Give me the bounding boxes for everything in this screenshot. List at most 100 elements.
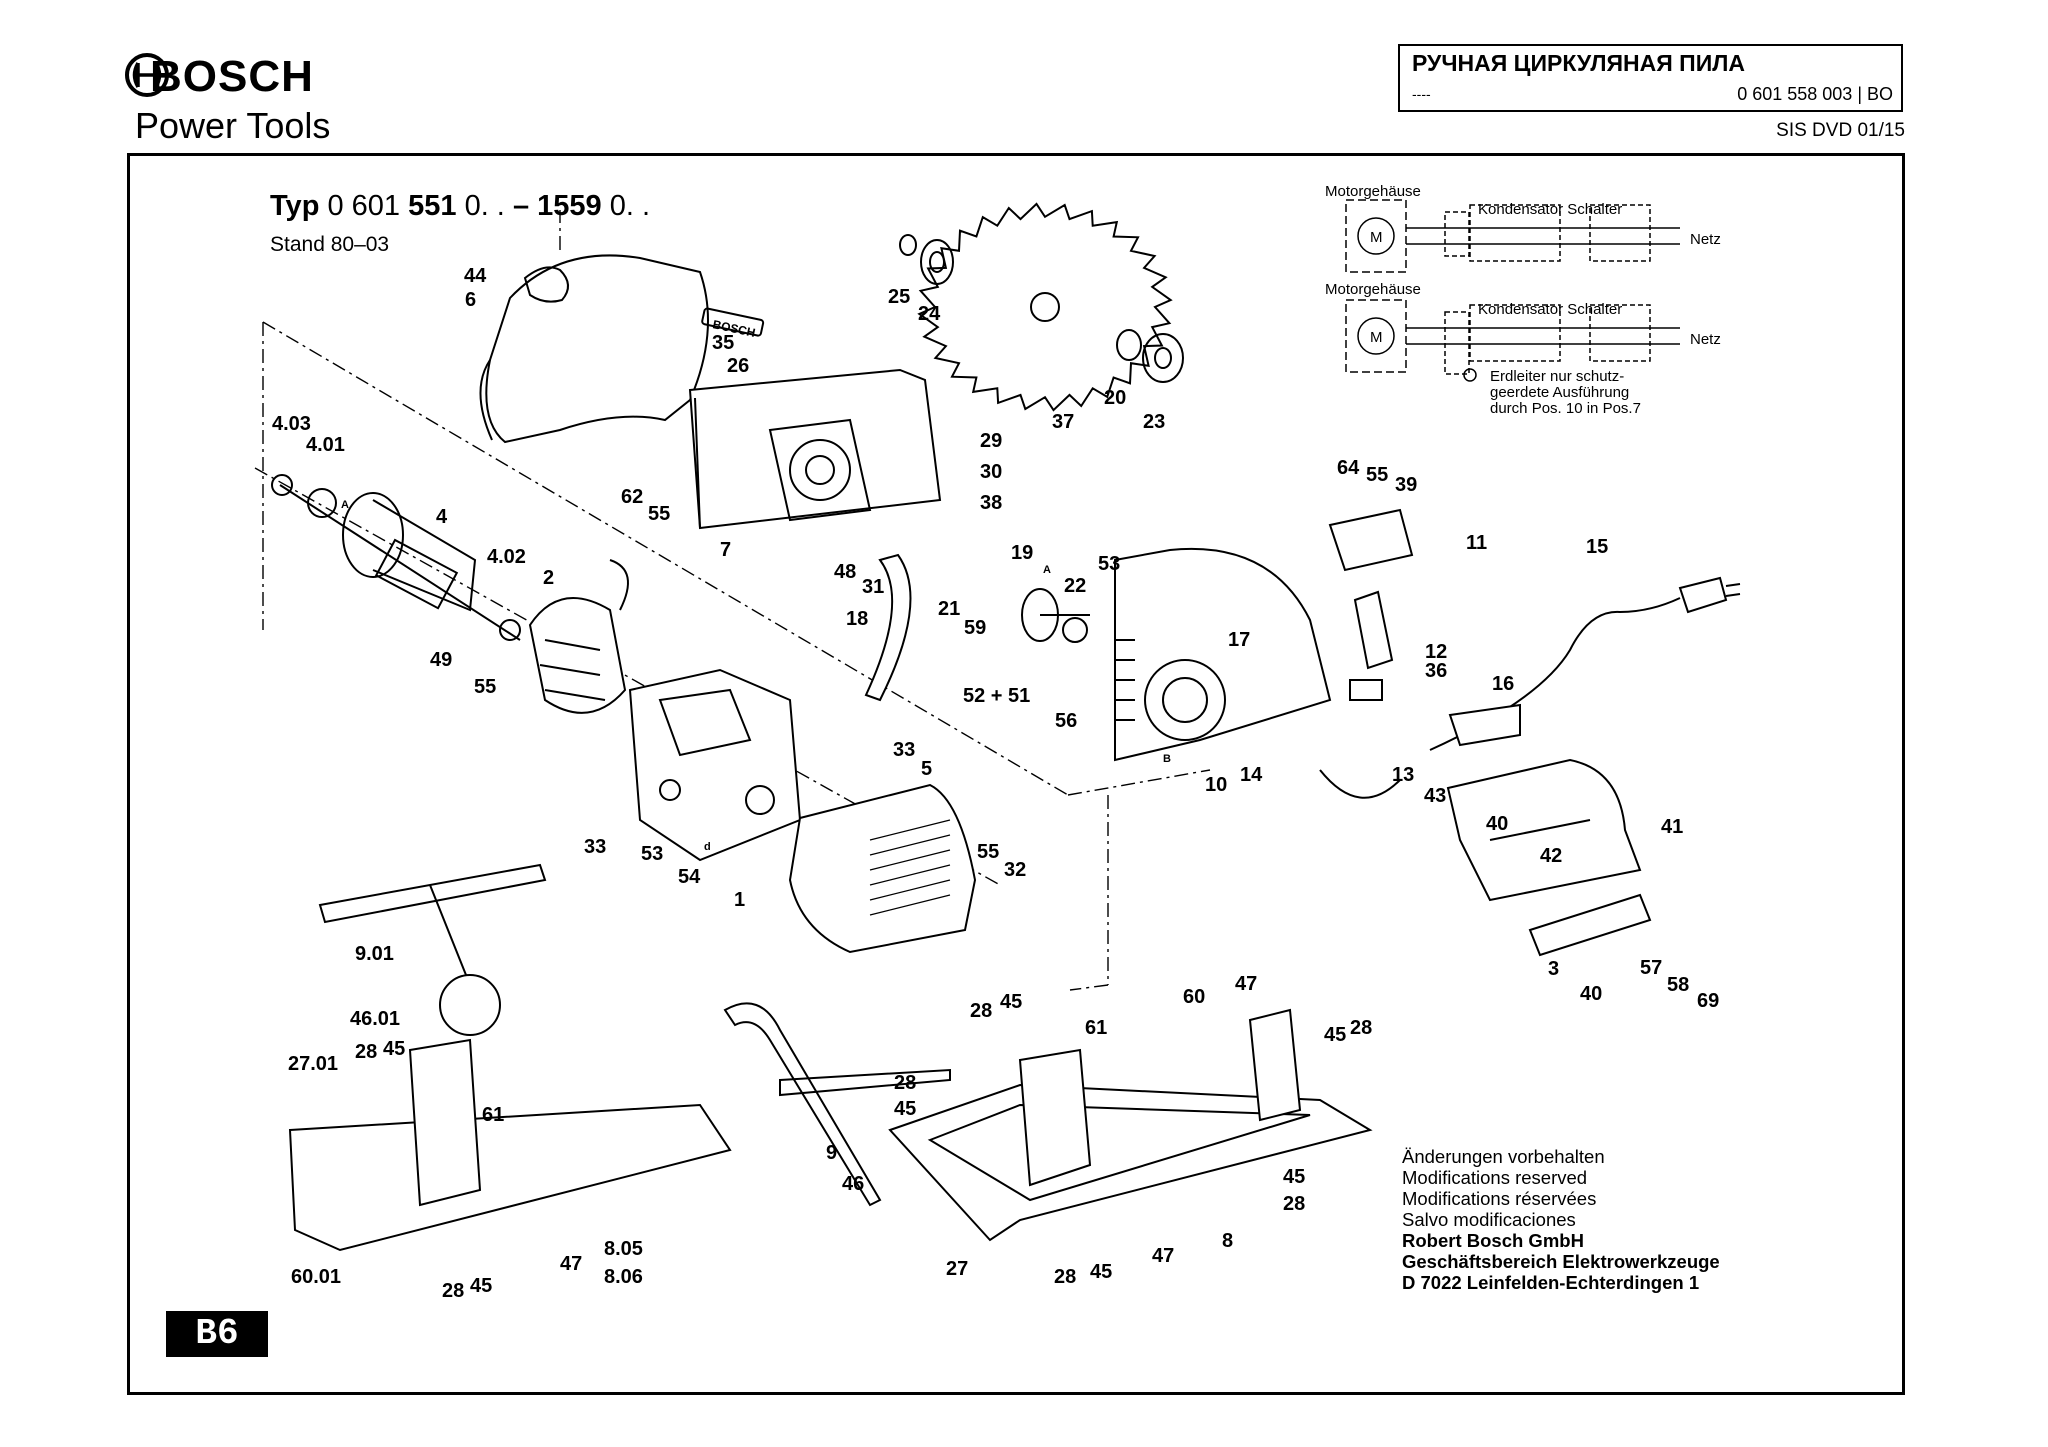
callout-c47a: 47 — [560, 1253, 582, 1275]
stand-line: Stand 80–03 — [270, 233, 390, 256]
callout-c28a: 28 — [355, 1041, 377, 1063]
diagram-frame — [127, 153, 1905, 1395]
callout-c59: 59 — [964, 617, 986, 639]
callout-c28g: 28 — [1054, 1266, 1076, 1288]
callout-c61a: 61 — [482, 1104, 504, 1126]
callout-c45e: 45 — [1283, 1166, 1305, 1188]
typ-number-c: 0. . — [464, 190, 505, 222]
callout-c6001: 60.01 — [291, 1266, 341, 1288]
bosch-logo-icon — [124, 52, 170, 98]
callout-c60: 60 — [1183, 986, 1205, 1008]
field-winding — [528, 559, 629, 714]
callout-c28d: 28 — [1350, 1017, 1372, 1039]
type-line: Typ 0 601 551 0. . – 1559 0. . — [270, 190, 650, 223]
motor-housing — [628, 668, 802, 862]
note-changes-en: Modifications reserved — [1402, 1167, 1588, 1188]
callout-c40b: 40 — [1580, 983, 1602, 1005]
callout-c37: 37 — [1052, 411, 1074, 433]
callout-c22: 22 — [1064, 575, 1086, 597]
wiring-earth-note-2: geerdete Ausführung — [1490, 384, 1629, 401]
callout-c3: 3 — [1548, 958, 1559, 980]
armature — [271, 474, 521, 641]
callout-c15: 15 — [1586, 536, 1608, 558]
callout-c1: 1 — [734, 889, 745, 911]
callout-c17: 17 — [1228, 629, 1250, 651]
company-division: Geschäftsbereich Elektrowerkzeuge — [1402, 1251, 1720, 1272]
callout-c28f: 28 — [1283, 1193, 1305, 1215]
callout-c61b: 61 — [1085, 1017, 1107, 1039]
callout-c5251: 52 + 51 — [963, 685, 1030, 707]
depth-lever — [864, 553, 912, 702]
callout-c38: 38 — [980, 492, 1002, 514]
callout-c35: 35 — [712, 332, 734, 354]
guide-rail-base — [288, 1038, 732, 1252]
gear-housing-cover — [688, 368, 942, 530]
parallel-guide — [318, 863, 547, 1011]
callout-c57: 57 — [1640, 957, 1662, 979]
callout-c2: 2 — [543, 567, 554, 589]
company-address: D 7022 Leinfelden-Echterdingen 1 — [1402, 1272, 1700, 1293]
end-cover — [788, 783, 977, 954]
callout-c28e: 28 — [894, 1072, 916, 1094]
saw-blade — [917, 202, 1173, 412]
callout-c18: 18 — [846, 608, 868, 630]
typ-number-d: 1559 — [537, 190, 602, 222]
callout-c49: 49 — [430, 649, 452, 671]
note-changes-de: Änderungen vorbehalten — [1402, 1146, 1605, 1167]
typ-number-e: 0. . — [609, 190, 651, 222]
callout-c47b: 47 — [1235, 973, 1257, 995]
wiring-labels: Motorgehäuse Kondensator Schalter Netz M… — [1325, 183, 1721, 417]
callout-c32: 32 — [1004, 859, 1026, 881]
page-tag: B6 — [166, 1311, 268, 1357]
callout-cA1: A — [341, 499, 349, 511]
wiring-label-motor-housing-1: Motorgehäuse — [1325, 183, 1421, 200]
brand-subtitle: Power Tools — [135, 105, 331, 146]
callout-c58: 58 — [1667, 974, 1689, 996]
callout-c55b: 55 — [1366, 464, 1388, 486]
callout-c69: 69 — [1697, 990, 1719, 1012]
sis-label: SIS DVD 01/15 — [1776, 120, 1905, 141]
callout-c403: 4.03 — [272, 413, 311, 435]
callout-c40a: 40 — [1486, 813, 1508, 835]
callout-c53b: 53 — [641, 843, 663, 865]
rip-fence — [723, 1002, 951, 1207]
callout-c14: 14 — [1240, 764, 1263, 786]
callout-c21: 21 — [938, 598, 960, 620]
callout-cB: B — [1163, 753, 1171, 765]
callout-c45c: 45 — [1000, 991, 1022, 1013]
callout-c2701: 27.01 — [288, 1053, 338, 1075]
wiring-label-motor-2: M — [1370, 329, 1383, 346]
callout-c10: 10 — [1205, 774, 1227, 796]
callout-c39: 39 — [1395, 474, 1417, 496]
callout-c402: 4.02 — [487, 546, 526, 568]
callout-c28b: 28 — [442, 1280, 464, 1302]
callout-c45d: 45 — [1324, 1024, 1346, 1046]
callout-cd: d — [704, 841, 711, 853]
callout-c12: 12 — [1425, 641, 1447, 663]
ball-knob — [439, 974, 501, 1036]
upper-blade-guard — [479, 254, 765, 444]
company-name: Robert Bosch GmbH — [1402, 1230, 1584, 1251]
callout-c56: 56 — [1055, 710, 1077, 732]
callout-c8: 8 — [1222, 1230, 1233, 1252]
callout-c4: 4 — [436, 506, 448, 528]
callout-c28c: 28 — [970, 1000, 992, 1022]
typ-number-b: 551 — [408, 190, 457, 222]
part-number: 0 601 558 003 | BO — [1737, 84, 1893, 104]
callout-c5: 5 — [921, 758, 932, 780]
callout-c16: 16 — [1492, 673, 1514, 695]
typ-prefix: Typ — [270, 190, 320, 222]
typ-dash: – — [512, 190, 530, 222]
callout-c54: 54 — [678, 866, 701, 888]
wiring-label-netz-2: Netz — [1690, 331, 1721, 348]
blade-flanges — [899, 234, 1184, 383]
callout-c42: 42 — [1540, 845, 1562, 867]
callout-c41: 41 — [1661, 816, 1683, 838]
rear-handle — [1446, 758, 1652, 957]
switch-assembly — [1328, 508, 1414, 701]
callout-c901: 9.01 — [355, 943, 394, 965]
gear-housing — [1114, 547, 1332, 762]
callout-c806: 8.06 — [604, 1266, 643, 1288]
typ-number-a: 0 601 — [327, 190, 401, 222]
wiring-diagram — [1345, 199, 1680, 382]
